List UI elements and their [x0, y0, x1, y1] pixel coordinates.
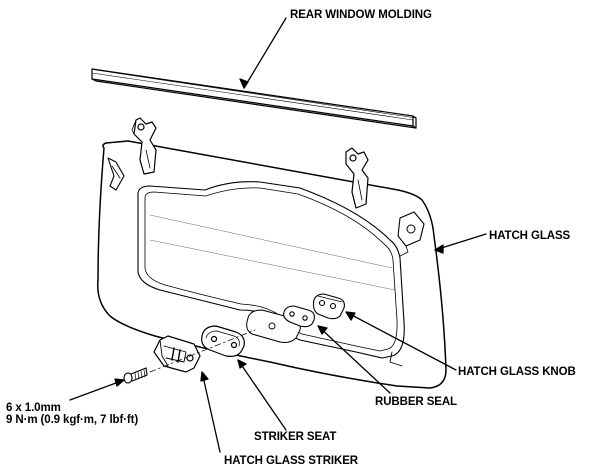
- leader-rear-window-molding: [243, 17, 287, 89]
- bolt-size: 6 x 1.0mm: [6, 402, 61, 414]
- label-hatch-glass-striker: HATCH GLASS STRIKER: [224, 455, 358, 467]
- assembly-centerline: [149, 329, 256, 373]
- leader-lines: [69, 17, 487, 453]
- rear-window-molding-strip: [91, 68, 417, 129]
- bolt-torque: 9 N·m (0.9 kgf·m, 7 lbf·ft): [6, 414, 139, 426]
- hatch-glass-knob-part: [312, 293, 345, 320]
- leader-bolt: [69, 379, 125, 401]
- striker-seat-part: [201, 325, 245, 357]
- bolt-spec: 6 x 1.0mm 9 N·m (0.9 kgf·m, 7 lbf·ft): [6, 402, 138, 426]
- label-hatch-glass: HATCH GLASS: [489, 230, 571, 242]
- label-rear-window-molding: REAR WINDOW MOLDING: [290, 9, 432, 21]
- right-hinge: [345, 147, 369, 209]
- label-hatch-glass-knob: HATCH GLASS KNOB: [458, 366, 576, 378]
- label-rubber-seal: RUBBER SEAL: [375, 396, 457, 408]
- bolt-part: [123, 367, 148, 384]
- leader-rubber-seal: [317, 325, 391, 394]
- rubber-seal-part: [283, 305, 315, 328]
- hatch-glass-panel: [97, 140, 447, 389]
- label-striker-seat: STRIKER SEAT: [254, 431, 337, 443]
- hatch-glass-striker-part: [153, 335, 201, 373]
- left-hinge: [131, 117, 157, 175]
- leader-hatch-glass-knob: [345, 311, 457, 371]
- leader-hatch-glass-striker: [201, 371, 221, 453]
- leader-striker-seat: [237, 359, 287, 431]
